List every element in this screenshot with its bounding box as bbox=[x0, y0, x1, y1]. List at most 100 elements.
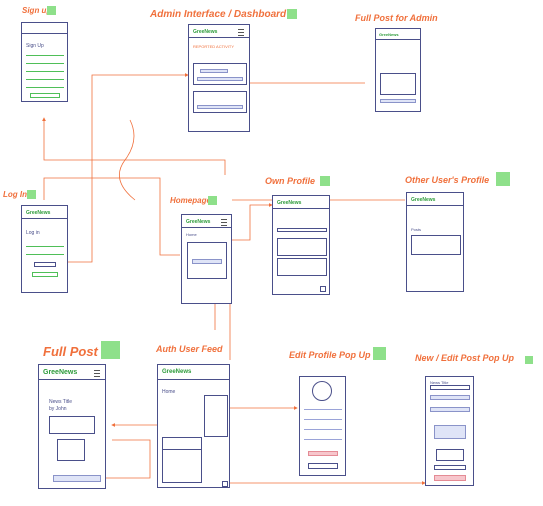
home-tab[interactable]: Home bbox=[186, 232, 197, 237]
sticky-note bbox=[47, 6, 56, 15]
post-body bbox=[49, 416, 95, 434]
other-profile-title: Other User's Profile bbox=[405, 175, 490, 185]
image-placeholder bbox=[380, 73, 416, 95]
posts-tab[interactable]: Posts bbox=[411, 227, 422, 232]
dropdown-menu[interactable] bbox=[204, 395, 228, 437]
header bbox=[39, 365, 105, 380]
reported-activity-heading: REPORTED ACTIVITY bbox=[193, 44, 235, 49]
arrow-squiggle-1 bbox=[118, 119, 136, 201]
menu-icon[interactable] bbox=[238, 29, 244, 36]
auth-feed-wireframe: GreeNews Home bbox=[157, 364, 230, 488]
post-title: News Title bbox=[49, 399, 73, 405]
post-card[interactable] bbox=[162, 449, 202, 483]
save-changes-button[interactable] bbox=[308, 463, 338, 469]
own-profile-wireframe: GreeNews bbox=[272, 195, 330, 295]
header bbox=[22, 23, 67, 34]
profile-tabs[interactable] bbox=[277, 228, 327, 232]
delete-account-button[interactable] bbox=[308, 451, 338, 456]
post-title-bar bbox=[192, 259, 222, 264]
arrow-home-to-signup bbox=[42, 117, 226, 175]
login-button[interactable] bbox=[34, 262, 56, 267]
arrow-login-to-admin bbox=[68, 73, 189, 263]
field-line bbox=[304, 419, 342, 420]
homepage-title: Homepage bbox=[170, 196, 211, 205]
menu-icon[interactable] bbox=[221, 219, 227, 226]
sticky-note bbox=[496, 172, 510, 186]
news-title-label: News Title bbox=[430, 380, 449, 385]
auth-feed-title: Auth User Feed bbox=[156, 344, 223, 354]
full-post-wireframe: GreeNews News Title by John bbox=[38, 364, 106, 489]
header bbox=[22, 206, 67, 219]
post-button[interactable] bbox=[434, 475, 466, 481]
post-card[interactable] bbox=[277, 238, 327, 256]
post-card[interactable] bbox=[277, 258, 327, 276]
report-actions bbox=[197, 77, 243, 81]
comment-input[interactable] bbox=[53, 475, 101, 482]
field-line bbox=[26, 79, 64, 80]
admin-full-post-title: Full Post for Admin bbox=[355, 13, 438, 23]
new-post-title: New / Edit Post Pop Up bbox=[415, 353, 515, 363]
homepage-wireframe: GreeNews Home bbox=[181, 214, 232, 304]
image-upload[interactable] bbox=[436, 449, 464, 461]
edit-profile-title: Edit Profile Pop Up bbox=[289, 350, 371, 360]
brand-logo: GreeNews bbox=[193, 29, 218, 35]
signup-link-button[interactable] bbox=[32, 272, 58, 277]
sticky-note bbox=[320, 176, 330, 186]
category-select[interactable] bbox=[430, 395, 470, 400]
home-tab[interactable]: Home bbox=[162, 389, 176, 395]
avatar[interactable] bbox=[312, 381, 332, 401]
signup-wireframe: Sign Up bbox=[21, 22, 68, 102]
full-post-title: Full Post bbox=[43, 344, 98, 359]
header bbox=[376, 29, 420, 40]
header bbox=[158, 365, 229, 380]
brand-logo: GreeNews bbox=[411, 197, 436, 203]
login-wireframe: GreeNews Log in bbox=[21, 205, 68, 293]
sticky-note bbox=[287, 9, 297, 19]
brand-logo: GreeNews bbox=[277, 200, 302, 206]
admin-full-post-wireframe: GreeNews bbox=[375, 28, 421, 112]
header bbox=[407, 193, 463, 206]
login-heading: Log in bbox=[26, 230, 40, 236]
add-post-button[interactable] bbox=[222, 481, 228, 487]
post-card[interactable] bbox=[411, 235, 461, 255]
field-line bbox=[26, 87, 64, 88]
field-line bbox=[304, 409, 342, 410]
admin-actions bbox=[380, 99, 416, 103]
report-card[interactable] bbox=[193, 91, 247, 113]
signup-button[interactable] bbox=[30, 93, 60, 98]
sticky-note bbox=[525, 356, 533, 364]
report-bar bbox=[200, 69, 228, 73]
header bbox=[182, 215, 231, 228]
arrow-fullpost-loop bbox=[106, 439, 151, 479]
add-post-button[interactable] bbox=[320, 286, 326, 292]
sticky-note bbox=[101, 341, 120, 359]
edit-profile-wireframe bbox=[299, 376, 346, 476]
other-profile-wireframe: GreeNews Posts bbox=[406, 192, 464, 292]
image-placeholder bbox=[57, 439, 85, 461]
body-textarea[interactable] bbox=[434, 425, 466, 439]
arrow-feed-to-profile bbox=[230, 203, 273, 241]
post-author: by John bbox=[49, 406, 67, 412]
field-line bbox=[26, 71, 64, 72]
sticky-note bbox=[373, 347, 386, 360]
field-line bbox=[304, 439, 342, 440]
brand-logo: GreeNews bbox=[26, 210, 51, 216]
sticky-note bbox=[27, 190, 36, 199]
menu-icon[interactable] bbox=[94, 370, 100, 377]
brand-logo: GreeNews bbox=[186, 219, 211, 225]
tag-select[interactable] bbox=[430, 407, 470, 412]
title-input[interactable] bbox=[430, 385, 470, 390]
admin-title: Admin Interface / Dashboard bbox=[150, 9, 287, 20]
login-title: Log In bbox=[3, 190, 27, 199]
signup-heading: Sign Up bbox=[26, 43, 44, 49]
post-card[interactable] bbox=[187, 242, 227, 279]
brand-logo: GreeNews bbox=[162, 369, 192, 375]
field-line bbox=[26, 246, 64, 247]
header bbox=[189, 25, 249, 38]
cancel-button[interactable] bbox=[434, 465, 466, 470]
brand-logo: GreeNews bbox=[379, 32, 399, 37]
field-line bbox=[26, 55, 64, 56]
field-line bbox=[304, 429, 342, 430]
report-card[interactable] bbox=[193, 63, 247, 85]
header bbox=[273, 196, 329, 209]
